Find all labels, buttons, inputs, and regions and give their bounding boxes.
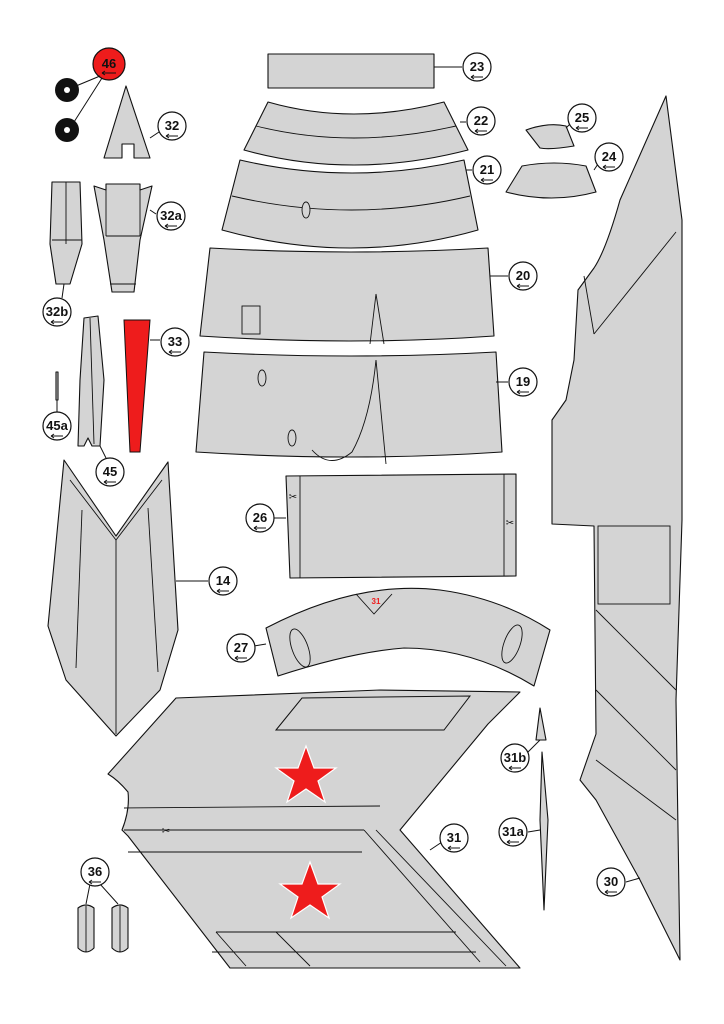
label-26: 26 (253, 510, 267, 525)
part-36: 36 (77, 857, 129, 953)
label-36: 36 (88, 864, 102, 879)
red-star-lower (278, 860, 342, 920)
label-25: 25 (575, 110, 589, 125)
part-19: 19 (195, 351, 538, 465)
part-24: 24 (505, 142, 624, 199)
label-20: 20 (516, 268, 530, 283)
label-24: 24 (602, 149, 617, 164)
part-31a: 31a (498, 751, 549, 911)
part-46-wheels: 46 (55, 47, 126, 142)
label-32a: 32a (160, 208, 182, 223)
scissors-31: ✂ (162, 826, 170, 837)
part-31b: 31b (500, 707, 547, 773)
label-21: 21 (480, 162, 494, 177)
label-19: 19 (516, 374, 530, 389)
wheel-upper-hub (64, 87, 70, 93)
label-27: 27 (234, 640, 248, 655)
part-32b: 32b (42, 181, 83, 327)
label-31: 31 (447, 830, 461, 845)
label-46: 46 (102, 56, 116, 71)
part-23: 23 (267, 52, 492, 89)
part-26: ✂ ✂ 26 (245, 473, 517, 579)
part-46-red-disc (92, 47, 126, 81)
label-31a: 31a (502, 824, 524, 839)
label-45a: 45a (46, 418, 68, 433)
part-20: 20 (199, 247, 538, 345)
tab-31-mark: 31 (372, 597, 381, 606)
part-31: ✂ 31 (107, 689, 521, 969)
label-30: 30 (604, 874, 618, 889)
label-45: 45 (103, 464, 117, 479)
scissors-26-right: ✂ (506, 518, 514, 529)
part-45: 45 (77, 315, 125, 487)
part-27: 31 27 (226, 587, 551, 687)
part-32a: 32a (93, 183, 186, 293)
part-21: 21 (221, 155, 502, 249)
part-30: 30 (551, 95, 683, 961)
label-33: 33 (168, 334, 182, 349)
red-star-upper (274, 744, 338, 804)
part-22: 22 (243, 101, 496, 166)
part-14: 14 (47, 459, 238, 737)
scissors-26-left: ✂ (289, 492, 297, 503)
label-31b: 31b (504, 750, 526, 765)
label-23: 23 (470, 59, 484, 74)
label-14: 14 (216, 573, 231, 588)
wheel-lower-hub (64, 127, 70, 133)
label-32: 32 (165, 118, 179, 133)
part-33: 33 (123, 319, 190, 453)
label-22: 22 (474, 113, 488, 128)
part-45a: 45a (42, 371, 72, 441)
part-32: 32 (103, 85, 187, 159)
label-32b: 32b (46, 304, 68, 319)
part-25: 25 (525, 103, 597, 150)
